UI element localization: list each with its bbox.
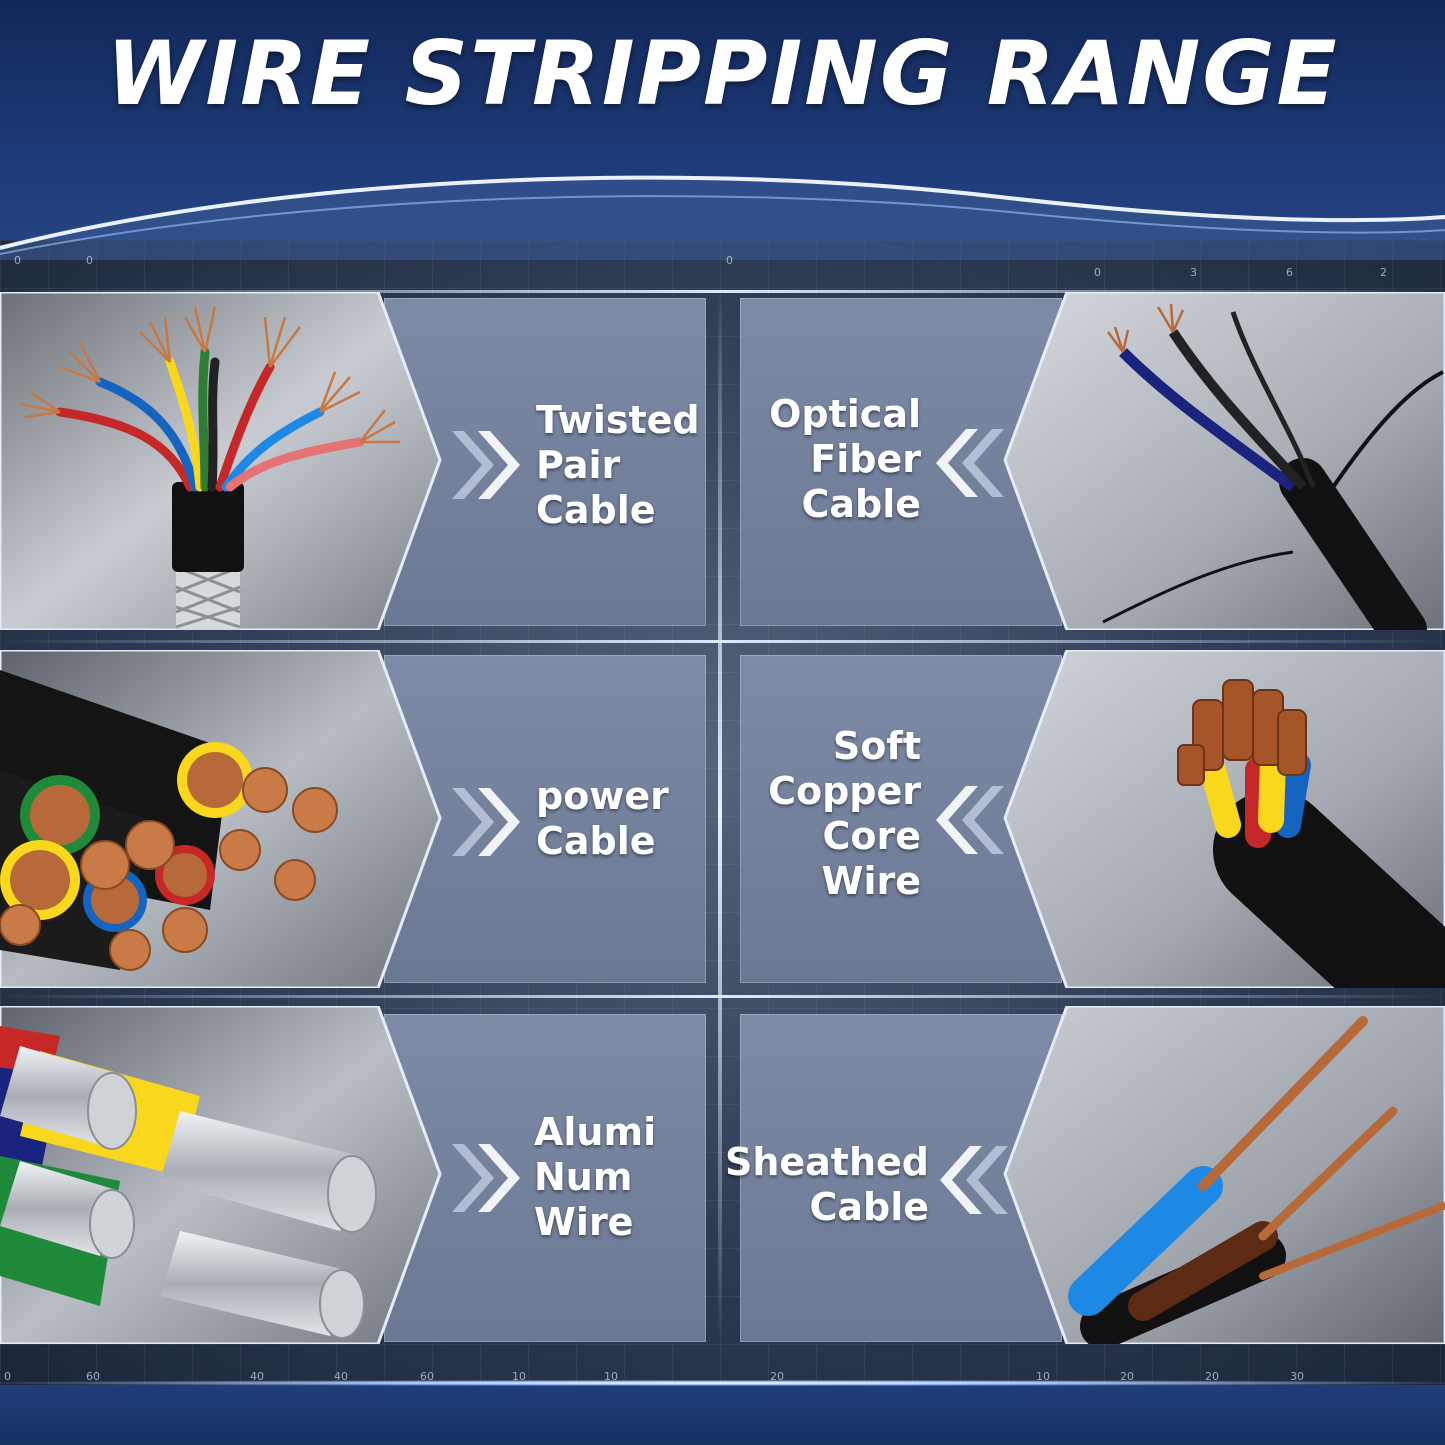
chevron-left-icon (936, 429, 1004, 497)
header-wave (0, 175, 1445, 260)
ruler-tick-label: 6 (1286, 266, 1293, 279)
chevron-right-icon (452, 788, 520, 856)
optical-fiber-cable-label: Optical Fiber Cable (769, 392, 921, 526)
ruler-tick-label: 10 (512, 1370, 526, 1383)
ruler-tick-label: 40 (334, 1370, 348, 1383)
ruler-tick-label: 0 (726, 254, 733, 267)
page-title: WIRE STRIPPING RANGE (106, 22, 1339, 125)
top-ruler: 0 0 0 0 3 6 2 (0, 252, 1445, 279)
soft-copper-core-wire-label: Soft Copper Core Wire (768, 724, 921, 903)
twisted-pair-cable-photo (0, 292, 442, 630)
sheathed-cable-label: Sheathed Cable (724, 1140, 929, 1229)
row-divider (0, 640, 1445, 643)
ruler-tick-label: 10 (604, 1370, 618, 1383)
ruler-tick-label: 3 (1190, 266, 1197, 279)
optical-fiber-cable-photo (1003, 292, 1445, 630)
sheathed-cable-photo (1003, 1006, 1445, 1344)
chevron-left-icon (936, 786, 1004, 854)
chevron-right-icon (452, 1144, 520, 1212)
ruler-tick-label: 20 (770, 1370, 784, 1383)
footer-background (0, 1385, 1445, 1445)
ruler-tick-label: 0 (1094, 266, 1101, 279)
power-cable-photo (0, 650, 442, 988)
soft-copper-core-wire-photo (1003, 650, 1445, 988)
ruler-tick-label: 0 (86, 254, 93, 267)
ruler-tick-label: 60 (420, 1370, 434, 1383)
ruler-tick-label: 10 (1036, 1370, 1050, 1383)
column-divider (718, 285, 722, 1345)
chevron-left-icon (940, 1146, 1008, 1214)
row-divider (0, 290, 1445, 293)
ruler-tick-label: 0 (4, 1370, 11, 1383)
ruler-tick-label: 30 (1290, 1370, 1304, 1383)
aluminum-wire-label: Alumi Num Wire (534, 1110, 657, 1244)
ruler-tick-label: 40 (250, 1370, 264, 1383)
ruler-tick-label: 60 (86, 1370, 100, 1383)
bottom-ruler: 0 60 40 40 60 10 10 20 10 20 20 30 (0, 1366, 1445, 1388)
ruler-tick-label: 20 (1120, 1370, 1134, 1383)
twisted-pair-cable-label: Twisted Pair Cable (536, 398, 700, 532)
power-cable-label: power Cable (536, 774, 669, 863)
ruler-tick-label: 2 (1380, 266, 1387, 279)
aluminum-wire-photo (0, 1006, 442, 1344)
chevron-right-icon (452, 431, 520, 499)
ruler-tick-label: 0 (14, 254, 21, 267)
bottom-glow-line (0, 1380, 1445, 1386)
row-divider (0, 995, 1445, 998)
ruler-tick-label: 20 (1205, 1370, 1219, 1383)
